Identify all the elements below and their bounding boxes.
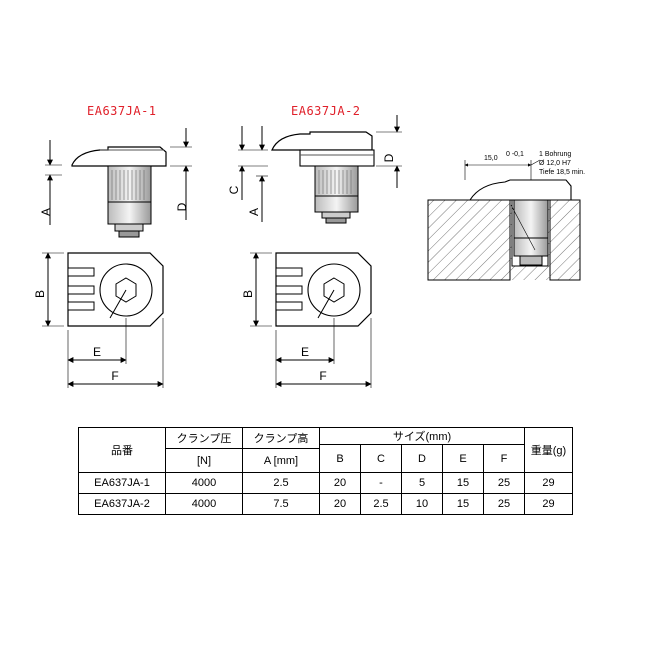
install-dimension: 15,0: [484, 155, 498, 162]
dim-e-label: E: [93, 345, 101, 359]
cell-c: -: [360, 472, 402, 494]
cell-height: 7.5: [242, 493, 320, 515]
table-subheader-row: B C D E F: [79, 444, 573, 473]
table-unit-row: [N] A [mm]: [79, 448, 573, 473]
technical-drawing: A D B E F: [33, 115, 585, 388]
dim-e2-label: E: [301, 345, 309, 359]
cell-weight: 29: [524, 493, 573, 515]
header-size-e: E: [442, 444, 484, 473]
header-size-b: B: [319, 444, 361, 473]
cell-model: EA637JA-2: [78, 493, 166, 515]
header-force-unit: [N]: [165, 448, 243, 473]
cell-b: 20: [319, 472, 361, 494]
cell-c: 2.5: [360, 493, 402, 515]
header-clamp-force: クランプ圧: [165, 427, 243, 449]
dim-b-label: B: [33, 290, 47, 298]
dim-d2-label: D: [382, 153, 396, 162]
header-height-unit: A [mm]: [242, 448, 320, 473]
table-header-row: 品番 クランプ圧 クランプ高 サイズ(mm) 重量(g): [78, 427, 573, 473]
cell-d: 10: [401, 493, 443, 515]
cell-force: 4000: [165, 472, 243, 494]
dim-a2-label: A: [247, 208, 261, 216]
cell-model: EA637JA-1: [78, 472, 166, 494]
install-note-line2: Ø 12,0 H7: [539, 160, 571, 167]
cell-d: 5: [401, 472, 443, 494]
table-row: EA637JA-2 4000 7.5 20 2.5 10 15 25 29: [78, 493, 573, 515]
header-size-c: C: [360, 444, 402, 473]
install-note-line1: 1 Bohrung: [539, 151, 571, 158]
table-row: EA637JA-1 4000 2.5 20 - 5 15 25 29: [78, 472, 573, 494]
part1-top-view: B E F: [33, 252, 164, 388]
dim-d-label: D: [175, 202, 189, 211]
cell-height: 2.5: [242, 472, 320, 494]
dim-c-label: C: [227, 185, 241, 194]
dim-f2-label: F: [319, 369, 326, 383]
cell-weight: 29: [524, 472, 573, 494]
header-model: 品番: [78, 427, 166, 473]
header-size-d: D: [401, 444, 443, 473]
cell-b: 20: [319, 493, 361, 515]
cell-e: 15: [442, 472, 484, 494]
dim-a-label: A: [39, 208, 53, 216]
dim-f-label: F: [111, 369, 118, 383]
install-note-line3: Tiefe 18,5 min.: [539, 169, 585, 176]
install-tolerance: 0 -0,1: [506, 151, 524, 158]
header-weight: 重量(g): [524, 427, 573, 473]
installation-view: 15,0 0 -0,1 1 Bohrung Ø 12,0 H7 Tiefe 18…: [427, 151, 585, 281]
part1-title: EA637JA-1: [87, 104, 157, 118]
part2-top-view: B E F: [241, 252, 372, 388]
part1-side-view: A D: [39, 128, 192, 238]
cell-f: 25: [483, 472, 525, 494]
cell-force: 4000: [165, 493, 243, 515]
part2-side-view: C A D: [227, 115, 402, 224]
cell-f: 25: [483, 493, 525, 515]
header-clamp-height: クランプ高: [242, 427, 320, 449]
header-size: サイズ(mm): [319, 427, 525, 445]
dim-b2-label: B: [241, 290, 255, 298]
spec-table: 品番 クランプ圧 クランプ高 サイズ(mm) 重量(g) B C D E F […: [78, 427, 573, 515]
header-size-f: F: [483, 444, 525, 473]
part2-title: EA637JA-2: [291, 104, 361, 118]
cell-e: 15: [442, 493, 484, 515]
